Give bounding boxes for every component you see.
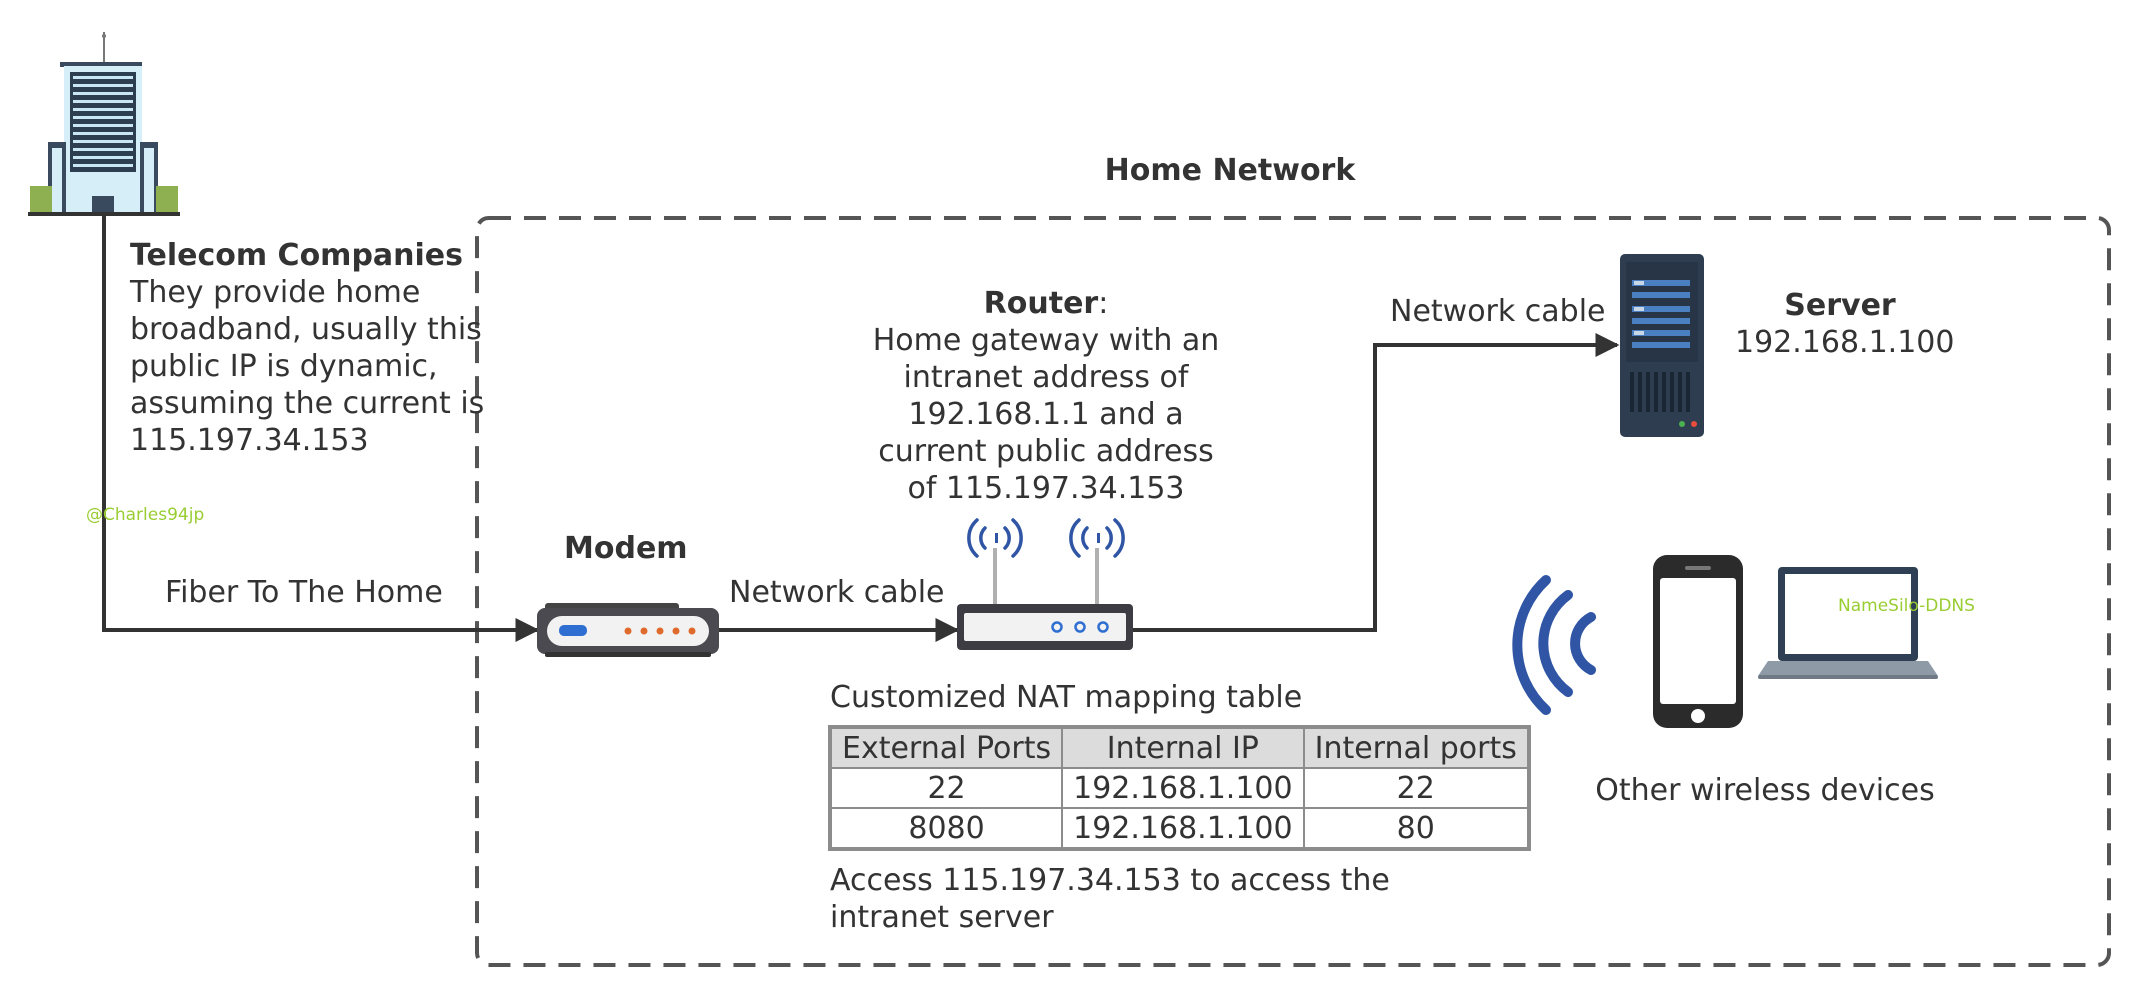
table-cell: 192.168.1.100 [1061, 807, 1305, 850]
table-cell: 22 [1302, 767, 1530, 809]
table-row: 8080 192.168.1.100 80 [828, 807, 1530, 850]
telecom-line: broadband, usually this [130, 312, 482, 347]
ddns-watermark: NameSilo-DDNS [1838, 596, 1975, 616]
table-cell: 22 [828, 767, 1064, 809]
router-title: Router [983, 286, 1099, 321]
router-line: Home gateway with an [872, 323, 1220, 358]
home-network-boundary [475, 216, 2111, 967]
nat-mapping-table: External Ports Internal IP Internal port… [828, 725, 1531, 851]
laptop-icon [1758, 567, 1938, 679]
column-header: Internal IP [1061, 726, 1305, 769]
access-note-line: intranet server [830, 900, 1054, 935]
author-watermark: @Charles94jp [86, 505, 205, 525]
wireless-devices-label: Other wireless devices [1595, 773, 1935, 808]
router-line: 192.168.1.1 and a [908, 397, 1184, 432]
table-row: 22 192.168.1.100 22 [828, 767, 1530, 809]
router-title-suffix: : [1098, 286, 1109, 321]
telecom-title: Telecom Companies [130, 238, 464, 273]
router-line: intranet address of [903, 360, 1189, 395]
column-header: External Ports [828, 726, 1064, 769]
telecom-building-icon [28, 32, 180, 216]
router-line: current public address [878, 434, 1214, 469]
telecom-line: public IP is dynamic, [130, 349, 438, 384]
column-header: Internal ports [1302, 726, 1530, 769]
table-cell: 192.168.1.100 [1061, 767, 1305, 809]
server-description: Server 192.168.1.100 [1735, 287, 1955, 361]
router-description: Router: Home gateway with an intranet ad… [836, 285, 1256, 507]
telecom-line: assuming the current is [130, 386, 485, 421]
server-ip: 192.168.1.100 [1735, 325, 1955, 360]
table-cell: 8080 [828, 807, 1064, 850]
wifi-signal-icon [1512, 575, 1596, 715]
modem-icon [537, 603, 719, 657]
home-network-title: Home Network [1104, 153, 1356, 188]
router-server-connection-line [1133, 333, 1620, 632]
router-title-line: Router: [836, 285, 1256, 322]
table-cell: 80 [1302, 807, 1530, 850]
access-note-line: Access 115.197.34.153 to access the [830, 863, 1390, 898]
router-icon [957, 518, 1133, 650]
fiber-label: Fiber To The Home [165, 575, 443, 610]
table-header-row: External Ports Internal IP Internal port… [828, 726, 1530, 769]
server-icon [1620, 254, 1704, 437]
telecom-line: They provide home [130, 275, 421, 310]
phone-icon [1653, 555, 1743, 728]
access-note: Access 115.197.34.153 to access the intr… [830, 862, 1390, 936]
modem-title: Modem [564, 531, 688, 566]
telecom-line: 115.197.34.153 [130, 423, 369, 458]
nat-table-title: Customized NAT mapping table [830, 680, 1303, 715]
router-line: of 115.197.34.153 [907, 471, 1185, 506]
telecom-description: Telecom Companies They provide home broa… [130, 237, 484, 459]
modem-router-cable-label: Network cable [729, 575, 945, 610]
server-title: Server [1784, 288, 1896, 323]
router-server-cable-label: Network cable [1390, 294, 1606, 329]
fiber-connection-line [102, 214, 540, 642]
